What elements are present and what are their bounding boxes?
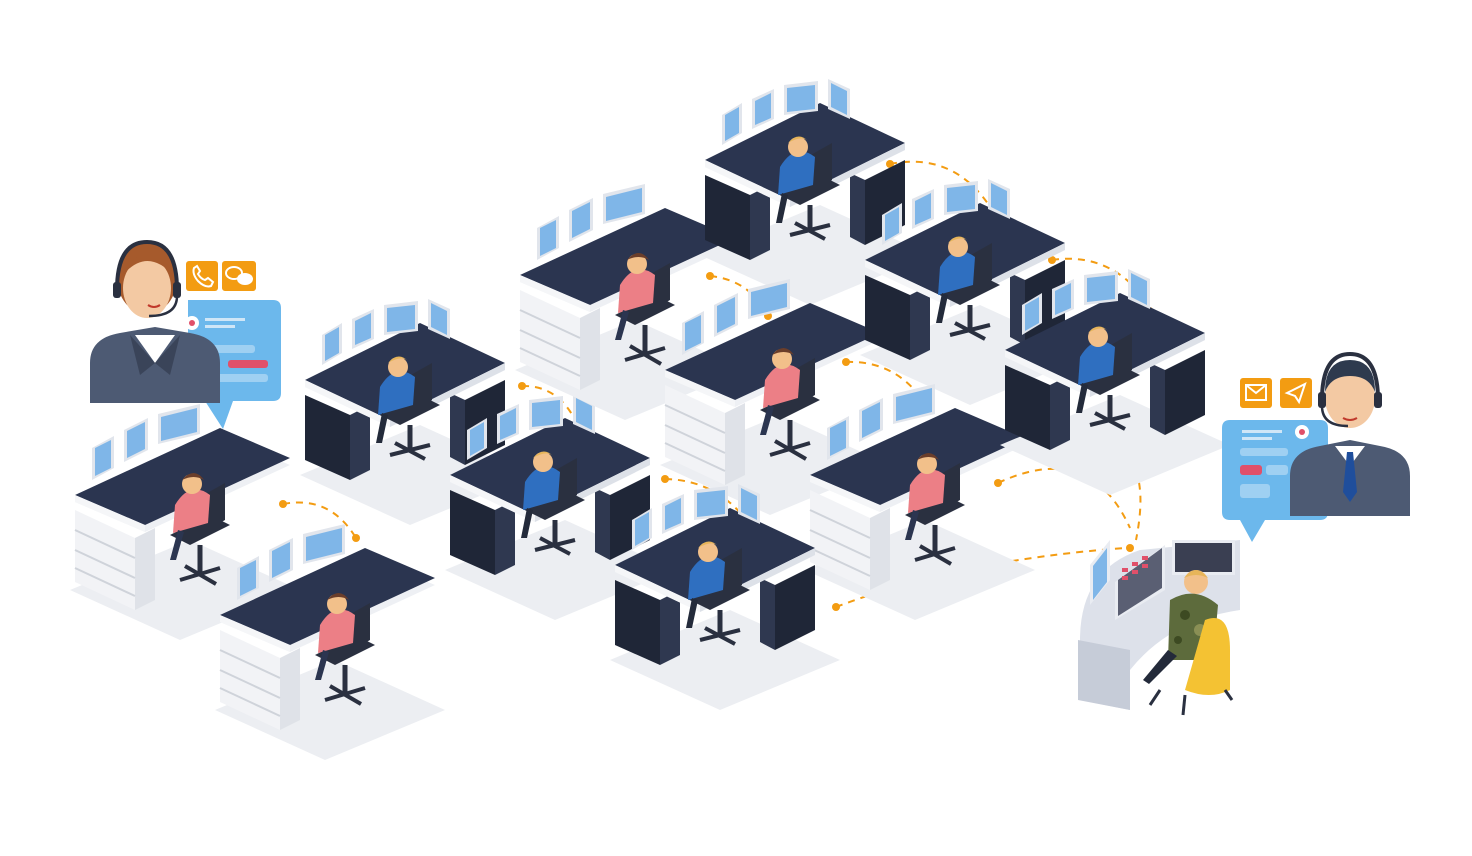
workstation-pink-2 [215, 524, 445, 760]
agent-right [1222, 351, 1410, 542]
workstation-pink-5 [805, 384, 1035, 620]
workstation-blue-2 [445, 394, 675, 620]
supervisor-console [1078, 540, 1240, 716]
workstation-blue-5 [610, 484, 840, 710]
paper-plane-icon [1284, 382, 1307, 405]
phone-icon [192, 264, 215, 288]
chat-bubbles-icon [225, 266, 253, 285]
agent-left [90, 239, 281, 429]
envelope-icon [1245, 384, 1267, 401]
workstation-blue-6 [1000, 269, 1230, 495]
